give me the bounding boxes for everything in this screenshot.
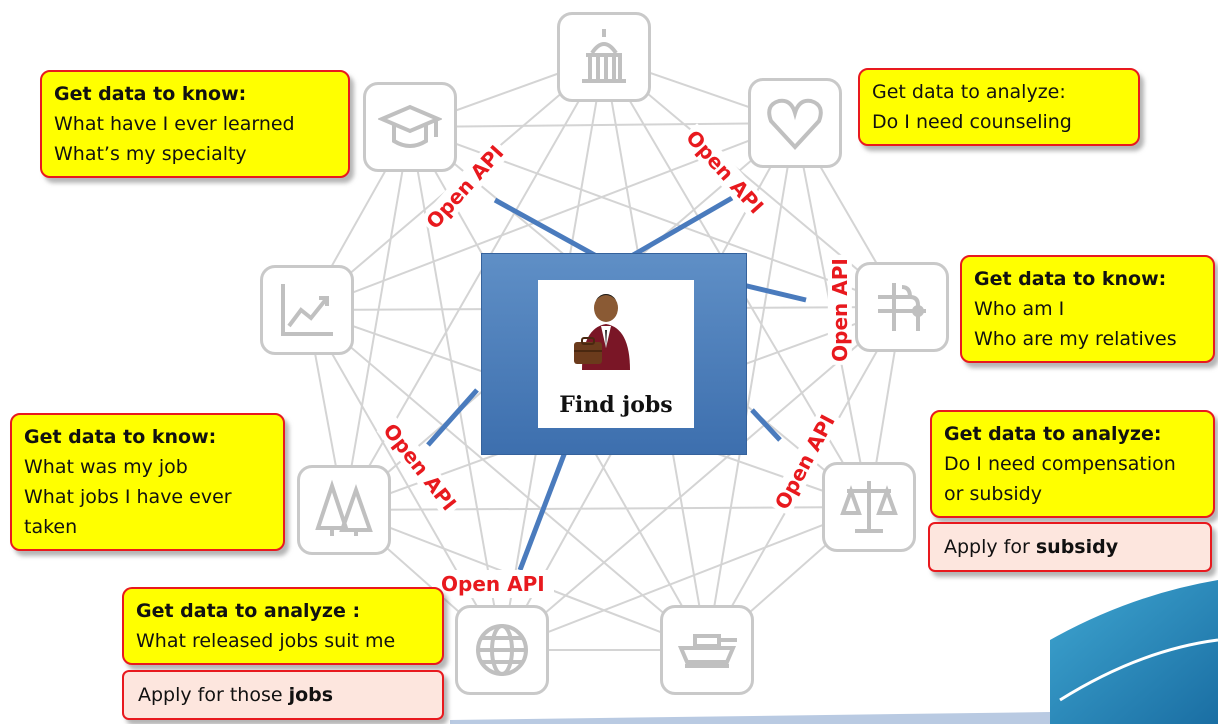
action-apply-subsidy: Apply for subsidy: [928, 522, 1212, 572]
decorative-bottom-strip: [450, 712, 1050, 724]
find-jobs-card: Find jobs: [538, 280, 694, 428]
api-link-line: [626, 195, 734, 261]
callout-family: Get data to know: Who am I Who are my re…: [960, 255, 1215, 363]
callout-world: Get data to analyze : What released jobs…: [122, 587, 444, 665]
open-api-label-family: Open API: [827, 255, 852, 365]
callout-world-line: What released jobs suit me: [136, 630, 396, 652]
callout-justice: Get data to analyze: Do I need compensat…: [930, 410, 1215, 518]
callout-forestry-line: What was my job: [24, 456, 188, 478]
callout-health: Get data to analyze: Do I need counselin…: [858, 68, 1140, 146]
open-api-label-world: Open API: [432, 570, 554, 598]
node-government: [557, 12, 651, 102]
mesh-line: [706, 122, 796, 651]
node-justice: [822, 462, 916, 552]
scales-icon: [840, 481, 898, 533]
node-military: [660, 605, 754, 695]
callout-world-heading: Get data to analyze :: [136, 600, 361, 622]
callout-health-line: Do I need counseling: [872, 111, 1072, 133]
decorative-swoosh-arc: [1059, 638, 1218, 702]
api-link-line: [426, 388, 479, 447]
callout-justice-line: or subsidy: [944, 483, 1042, 505]
trees-icon: [315, 479, 373, 536]
callout-forestry: Get data to know: What was my job What j…: [10, 413, 285, 551]
heart-icon: [767, 98, 823, 150]
api-link-line: [493, 197, 602, 261]
callout-forestry-heading: Get data to know:: [24, 426, 217, 448]
find-jobs-label: Find jobs: [559, 392, 673, 418]
node-family: [855, 262, 949, 352]
callout-justice-heading: Get data to analyze:: [944, 423, 1162, 445]
graduation-cap-icon: [378, 104, 442, 148]
api-links: [426, 195, 807, 571]
decorative-swoosh: [1050, 580, 1218, 724]
action-apply-jobs-bold: jobs: [288, 684, 334, 706]
mesh-line: [603, 56, 903, 308]
callout-forestry-line: What jobs I have ever taken: [24, 486, 232, 538]
callout-education-heading: Get data to know:: [54, 83, 247, 105]
businessman-briefcase-icon: [574, 294, 630, 370]
node-forestry: [297, 465, 391, 555]
api-link-line: [517, 451, 568, 571]
mesh-line: [501, 506, 870, 651]
callout-education-line: What have I ever learned: [54, 113, 295, 135]
globe-icon: [476, 624, 528, 676]
callout-education-line: What’s my specialty: [54, 143, 247, 165]
callout-health-heading: Get data to analyze:: [872, 81, 1066, 103]
action-apply-subsidy-bold: subsidy: [1035, 536, 1119, 558]
family-tree-icon: [878, 283, 926, 331]
node-education: [363, 82, 457, 172]
api-link-line: [750, 408, 782, 442]
growth-chart-icon: [281, 284, 333, 336]
callout-education: Get data to know: What have I ever learn…: [40, 70, 350, 178]
mesh-line: [306, 309, 708, 651]
node-economy: [260, 265, 354, 355]
capitol-building-icon: [582, 29, 626, 83]
callout-family-line: Who are my relatives: [974, 328, 1177, 350]
callout-family-heading: Get data to know:: [974, 268, 1167, 290]
node-world: [455, 605, 549, 695]
action-apply-jobs: Apply for those jobs: [122, 670, 444, 720]
callout-justice-line: Do I need compensation: [944, 453, 1176, 475]
callout-family-line: Who am I: [974, 298, 1065, 320]
mesh-line: [409, 122, 796, 128]
node-health: [748, 78, 842, 168]
find-jobs-box: Find jobs: [482, 254, 746, 454]
action-apply-subsidy-prefix: Apply for: [944, 536, 1036, 558]
mesh-line: [343, 126, 411, 511]
action-apply-jobs-prefix: Apply for those: [138, 684, 289, 706]
tank-icon: [677, 634, 737, 668]
